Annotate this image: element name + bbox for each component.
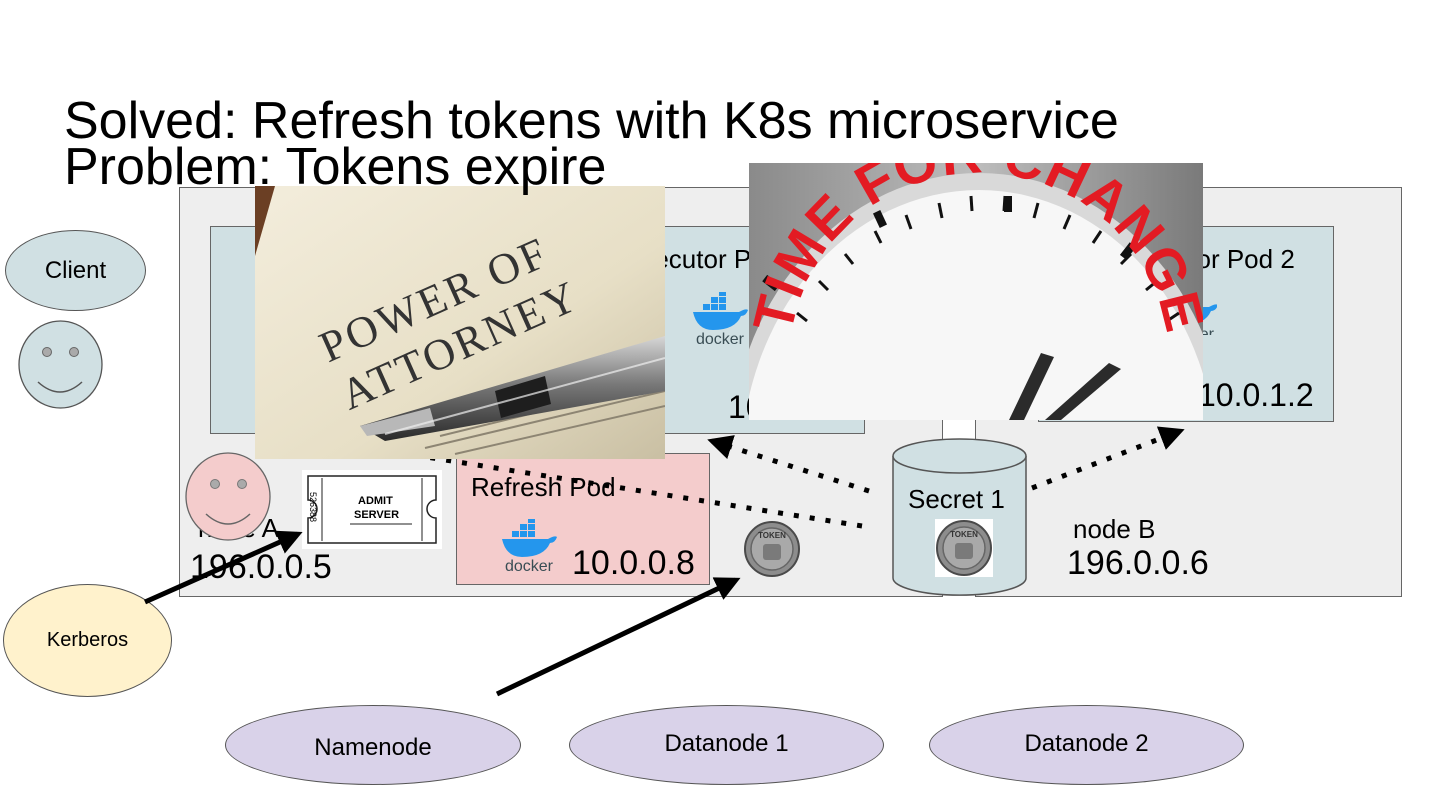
executor-pod-2-ip: 10.0.1.2 <box>1198 377 1314 413</box>
docker-whale-icon: docker <box>502 519 557 573</box>
client-smiley-face <box>18 320 104 410</box>
smiley-icon <box>185 452 271 541</box>
datanode-2-label: Datanode 2 <box>1024 730 1149 757</box>
datanode-1-label: Datanode 1 <box>664 730 789 757</box>
client-label: Client <box>44 256 107 284</box>
kerberos-label: Kerberos <box>46 629 129 651</box>
ticket-icon <box>307 475 437 544</box>
token-coin-icon: TOKEN <box>935 519 993 577</box>
slide-title-problem: Problem: Tokens expire <box>64 138 607 196</box>
datanode-2-ellipse: Datanode 2 <box>929 705 1244 785</box>
power-of-attorney-photo: POWER OF ATTORNEY <box>255 186 665 459</box>
token-coin-icon: TOKEN <box>744 521 800 577</box>
token-coin-secret: TOKEN <box>935 519 993 577</box>
admit-server-ticket: 526388 ADMIT SERVER <box>302 470 442 549</box>
datanode-1-ellipse: Datanode 1 <box>569 705 884 785</box>
namenode-ellipse: Namenode <box>225 705 521 785</box>
ticket-line2: SERVER <box>354 509 400 521</box>
time-for-change-photo: TIME FOR CHANGE <box>749 163 1203 420</box>
docker-whale-icon: docker <box>693 292 748 346</box>
docker-logo-executor-1: docker <box>691 292 748 346</box>
ticket-line1: ADMIT <box>358 495 393 507</box>
secret-label: Secret 1 <box>908 484 1005 514</box>
arrow-kerberos-to-ticket <box>143 530 303 605</box>
node-a-smiley-face <box>185 452 273 542</box>
time-for-change-clock-image: TIME FOR CHANGE <box>749 163 1203 420</box>
docker-word: docker <box>1201 326 1215 335</box>
token-word: TOKEN <box>758 531 786 540</box>
docker-word: docker <box>696 331 745 346</box>
docker-whale-icon: docker <box>1201 304 1217 335</box>
token-coin-transfer: TOKEN <box>743 520 801 578</box>
arrow-secret-to-executor-2 <box>1031 426 1185 491</box>
docker-logo-refresh: docker <box>500 519 558 573</box>
namenode-label: Namenode <box>314 734 432 761</box>
node-b-ip: 196.0.0.6 <box>1067 544 1209 582</box>
arrow-secret-to-node-a <box>419 453 863 529</box>
client-ellipse: Client <box>5 230 146 311</box>
node-b-label: node B <box>1073 514 1156 544</box>
arrow-secret-to-executor-1 <box>707 435 870 494</box>
token-word: TOKEN <box>950 530 978 539</box>
smiley-icon <box>18 320 103 409</box>
refresh-pod-ip: 10.0.0.8 <box>572 544 695 582</box>
arrow-namenode-to-token <box>495 577 741 697</box>
node-a-ip: 196.0.0.5 <box>190 548 332 586</box>
kerberos-ellipse: Kerberos <box>3 584 172 697</box>
power-of-attorney-image: POWER OF ATTORNEY <box>255 186 665 459</box>
docker-logo-executor-2: docker <box>1201 287 1217 335</box>
slide-title-solved: Solved: Refresh tokens with K8s microser… <box>64 92 1119 150</box>
refresh-pod-box <box>456 453 710 585</box>
docker-word: docker <box>505 558 554 573</box>
